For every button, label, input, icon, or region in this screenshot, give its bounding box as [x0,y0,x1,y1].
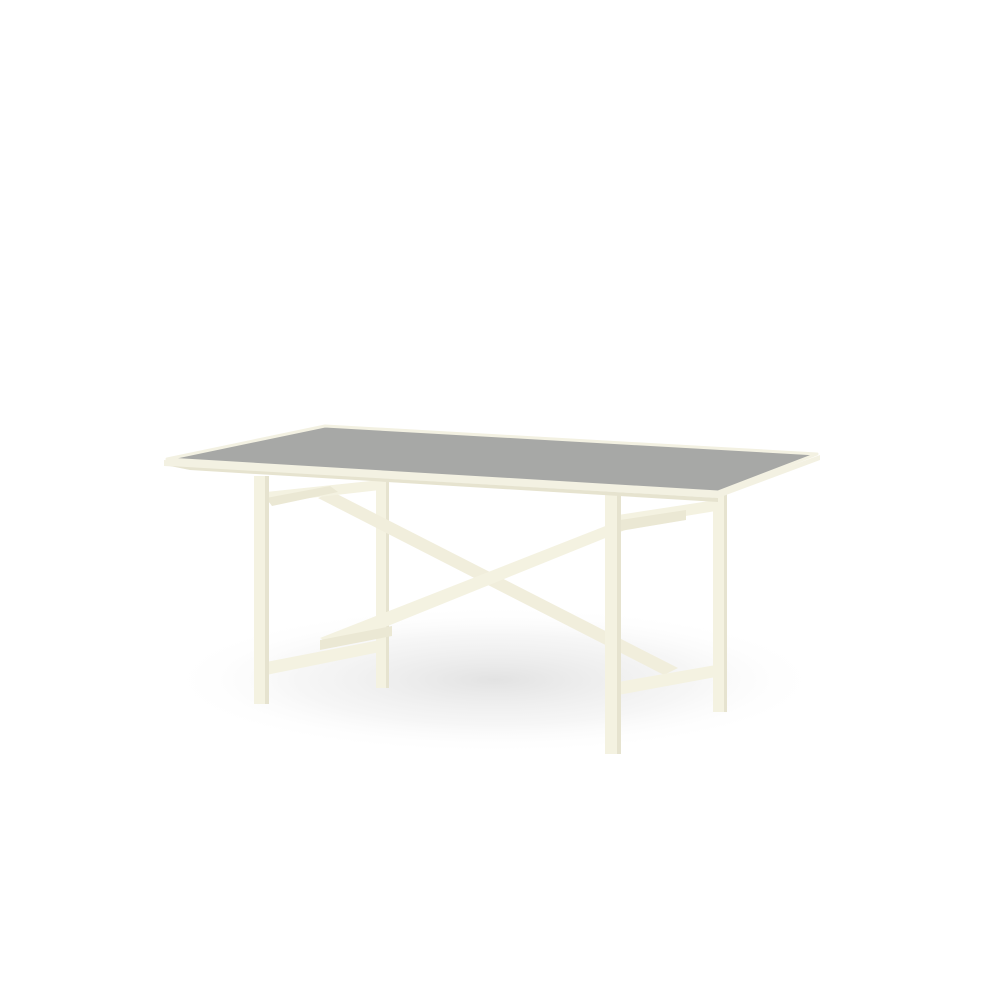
front-left-leg-shade [265,476,269,704]
back-left-leg-shade [386,478,389,688]
tabletop [165,424,819,494]
right-top-bracket [620,510,686,531]
front-right-leg-shade [617,495,621,754]
right-bottom-rail [618,665,716,695]
left-bottom-bracket [320,626,392,650]
back-right-leg [713,490,727,712]
tabletop-underside [170,466,718,502]
cross-brace-b [320,514,650,647]
left-bottom-rail [266,640,380,675]
left-top-rail-diag [266,486,338,506]
cross-brace-a [318,492,678,675]
back-right-leg-shade [724,490,727,712]
